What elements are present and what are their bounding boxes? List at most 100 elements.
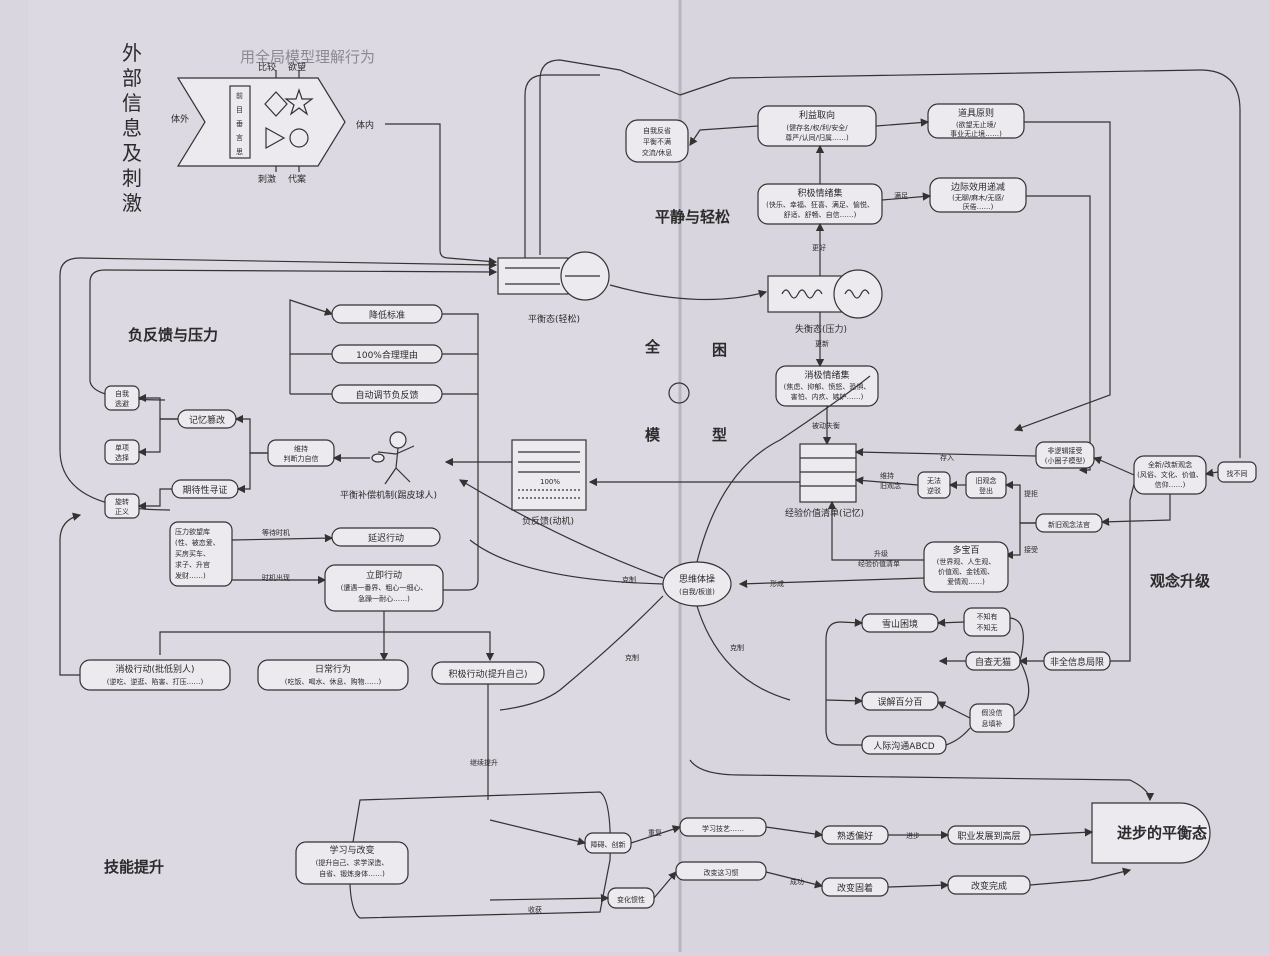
model-char-xing: 型: [712, 426, 727, 444]
filter-row-2: 目: [236, 106, 243, 114]
model-char-kun: 困: [712, 341, 727, 359]
principle-line-1: 道具原则: [958, 107, 994, 119]
diamond-icon: [264, 91, 288, 117]
keep-judgment-line-2: 判断力自信: [284, 454, 319, 463]
memory-distortion-text: 记忆篡改: [189, 414, 225, 426]
new-concept-line-1: 全新/改新观念: [1148, 460, 1192, 469]
desire-label: 欲望: [288, 61, 306, 73]
title-char-4: 息: [122, 116, 142, 140]
progress-balance-node: [1091, 802, 1211, 864]
different-text: 找不同: [1227, 469, 1248, 478]
old-idea-line-1: 旧观念: [976, 476, 997, 485]
negative-emotion-line-3: 害怕、内疚、嫉妒……): [791, 392, 864, 401]
filter-row-3: 垂: [236, 119, 243, 128]
negative-action-line-1: 消极行动(批低别人): [115, 663, 194, 675]
pressure-line-3: 买房买车、: [175, 549, 210, 558]
entry-arrow-diagram: 前 目 垂 言 思 体外 比较 欲望 刺激 代案 体内: [171, 61, 374, 185]
title-char-1: 外: [122, 41, 142, 65]
unknown-line-2: 不知无: [977, 623, 998, 632]
self-monitor-line-1: 自我反省: [643, 126, 671, 135]
maintain-old-line-2: 旧观念: [880, 481, 901, 490]
obstacle-text: 障碍、创新: [591, 840, 626, 849]
misread-text: 误解百分百: [877, 696, 922, 708]
play-triangle-icon: [265, 126, 286, 150]
concept-upgrade-heading: 观念升级: [1150, 572, 1211, 590]
diminishing-line-2: (无聊/麻木/无感/: [952, 193, 1004, 202]
transform-label: 成功: [790, 877, 804, 886]
pressure-line-2: (性、被恋爱、: [175, 538, 220, 547]
store-label: 存入: [940, 453, 954, 462]
stick-figure-head: [389, 431, 407, 449]
pressure-line-4: 求子、升官: [175, 560, 210, 569]
immediate-action-line-3: 急躁一耐心……): [358, 594, 410, 603]
delay-action-text: 延迟行动: [368, 532, 404, 544]
experience-list-label: 经验价值清单(记忆): [785, 507, 864, 519]
incomplete-info-text: 非全信息局限: [1050, 656, 1104, 668]
win-label-1: 克制: [622, 575, 636, 584]
filter-row-1: 前: [236, 91, 243, 100]
diminishing-line-3: 厌倦……): [963, 202, 994, 211]
alternative-label: 代案: [288, 173, 306, 185]
pressure-desire-box: [169, 521, 233, 587]
compensation-label: 平衡补偿机制(踢皮球人): [340, 489, 437, 501]
unknown-line-1: 不知有: [977, 612, 998, 621]
title-char-3: 信: [122, 91, 142, 115]
immediate-action-line-2: (遭遇一番界、粗心一细心、: [341, 583, 428, 592]
balance-state-node: 平衡态(轻松): [497, 251, 610, 325]
balance-state-label: 平衡态(轻松): [528, 313, 580, 325]
keep-judgment-line-1: 维持: [294, 444, 308, 453]
faded-chapter-title: 用全局模型理解行为: [240, 48, 375, 66]
no-logic-line-1: 无法: [927, 476, 941, 485]
snow-mountain-text: 雪山困境: [882, 618, 918, 630]
thinking-body-line-2: (自我/板道): [679, 587, 715, 596]
form-label: 形成: [770, 579, 784, 588]
compensation-figure: 平衡补偿机制(踢皮球人): [340, 431, 437, 501]
chance-comes-label: 时机出现: [262, 573, 290, 582]
principle-line-3: 事业无止境……): [950, 129, 1002, 138]
treasure-line-2: (世界观、人生观、: [937, 557, 996, 566]
title-char-6: 刺: [122, 166, 142, 190]
new-concept-line-2: (风俗、文化、价值、: [1137, 470, 1203, 479]
star-icon: [284, 88, 314, 116]
win-label-3: 克制: [730, 643, 744, 652]
action-nodes: 压力欲望库 (性、被恋爱、 买房买车、 求子、升官 发财……) 等待时机 时机出…: [59, 512, 545, 800]
interpersonal-text: 人际沟通ABCD: [873, 740, 934, 752]
stimulus-label: 刺激: [258, 173, 276, 185]
upgrade-line-1: 升级: [874, 549, 888, 558]
daily-action-line-2: (吃饭、喝水、休息、购物……): [285, 677, 382, 686]
habit-text: 变化惯性: [617, 895, 645, 904]
immediate-action-line-1: 立即行动: [366, 569, 402, 581]
new-old-law-text: 新旧观念法官: [1048, 520, 1090, 529]
new-concept-line-3: 信仰……): [1155, 480, 1186, 489]
quiet-easy-heading: 平静与轻松: [655, 208, 730, 226]
missing-info-line-1: 假没信: [982, 708, 1003, 717]
redefine-line-2: 正义: [115, 508, 129, 516]
profit-line-2: (健存名/权/利/安全/: [786, 123, 848, 132]
treasure-line-3: 价值观、金钱观、: [938, 567, 994, 576]
positive-emotion-line-3: 舒适、舒畅、自信……): [784, 210, 857, 219]
expect-evidence-text: 期待性寻证: [182, 484, 227, 496]
principle-line-2: (欲望无止境/: [956, 120, 997, 129]
experience-list-node: 经验价值清单(记忆): [785, 443, 864, 519]
negative-emotion-line-1: 消极情绪集: [804, 369, 849, 381]
filter-column: [229, 85, 251, 159]
self-check-text: 自查无猫: [975, 656, 1011, 668]
missing-info-line-2: 息填补: [982, 719, 1003, 728]
title-char-2: 部: [122, 66, 142, 90]
treasure-line-1: 多宝百: [952, 544, 979, 556]
filter-row-4: 言: [236, 133, 243, 142]
positive-action-text: 积极行动(提升自己): [448, 668, 527, 680]
negative-feedback-motive-label: 负反馈(动机): [522, 515, 574, 527]
pressure-line-1: 压力欲望库: [175, 527, 210, 536]
filter-row-5: 思: [236, 148, 243, 156]
progress-balance-text: 进步的平衡态: [1117, 824, 1207, 842]
refuse-label: 提拒: [1024, 489, 1038, 498]
compare-label: 比较: [258, 61, 276, 73]
self-defense-mechanisms: 自我 逃避 记忆篡改 单项 选择 维持 判断力自信 期待性寻证 旋转 正义: [104, 385, 370, 519]
lower-standard-text: 降低标准: [369, 309, 405, 321]
reason-100-text: 100%合理理由: [356, 349, 418, 361]
model-char-quan: 全: [644, 338, 661, 356]
career-text: 职业发展到高层: [957, 830, 1020, 842]
thinking-body-line-1: 思维体操: [679, 573, 715, 585]
